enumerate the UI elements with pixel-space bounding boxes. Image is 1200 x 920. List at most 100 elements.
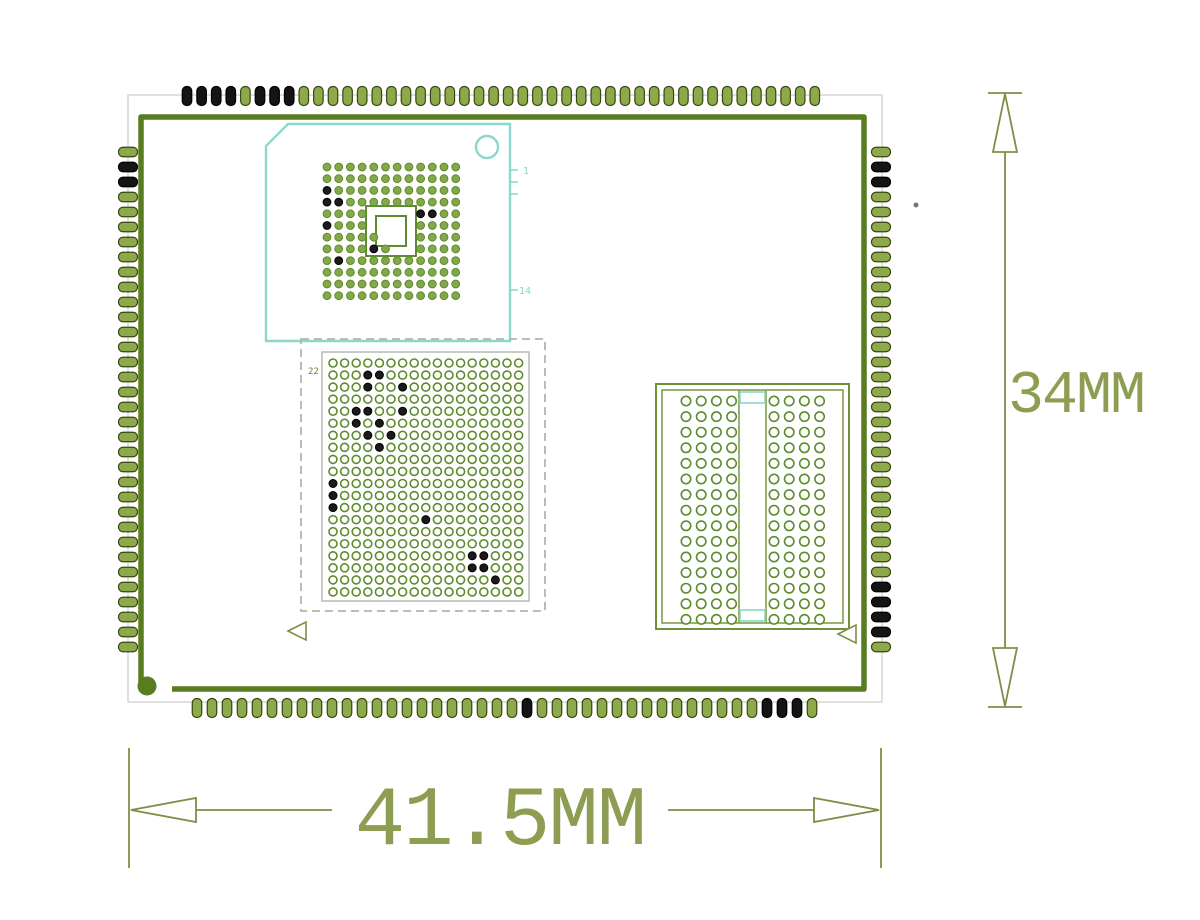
via-pad — [502, 478, 512, 489]
connector-pad — [768, 551, 780, 563]
via-pad — [386, 454, 396, 465]
via-pad — [351, 526, 362, 537]
castellated-pad-top — [721, 85, 733, 107]
via-pad — [513, 538, 524, 549]
chip-outline — [264, 122, 512, 343]
bga-ball — [451, 279, 461, 289]
via-pad — [409, 454, 420, 465]
connector-pad — [814, 582, 826, 594]
castellated-pad-left — [117, 356, 139, 368]
via-pad — [455, 430, 466, 441]
via-pad — [351, 454, 362, 465]
via-pad — [420, 382, 431, 392]
via-pad — [398, 406, 408, 416]
via-pad — [432, 358, 443, 368]
via-pad — [455, 406, 466, 417]
via-pad — [409, 466, 420, 477]
bga-ball — [439, 232, 449, 242]
via-pad — [478, 526, 489, 537]
castellated-pad-top — [619, 85, 631, 107]
via-pad — [386, 358, 396, 368]
castellated-pad-bottom — [296, 697, 308, 719]
connector-pad — [783, 504, 795, 516]
via-pad — [351, 406, 361, 416]
via-pad — [409, 575, 420, 585]
bga-ball — [369, 256, 379, 266]
bga-ball — [322, 174, 332, 184]
via-pad — [409, 430, 420, 441]
bga-ball — [322, 197, 332, 207]
via-pad — [328, 442, 338, 453]
connector-pad — [695, 551, 707, 563]
bga-ball — [334, 279, 344, 289]
arrowhead-up-icon — [991, 93, 1019, 153]
connector-pad — [814, 504, 826, 516]
castellated-pad-bottom — [281, 697, 293, 719]
via-pad — [513, 394, 524, 404]
castellated-pad-left — [117, 281, 139, 293]
castellated-pad-bottom — [446, 697, 458, 719]
via-pad — [467, 406, 478, 417]
castellated-pad-bottom — [761, 697, 773, 719]
castellated-pad-top — [532, 85, 543, 107]
bga-ball — [334, 197, 344, 207]
connector-pad — [783, 520, 795, 532]
via-pad — [444, 526, 454, 537]
castellated-pad-right — [870, 521, 892, 533]
via-pad — [409, 406, 420, 417]
via-pad — [502, 526, 512, 537]
width-dim-label: 41.5MM — [355, 775, 645, 870]
bga-ball — [346, 186, 355, 195]
connector-pad — [680, 457, 692, 469]
via-pad — [513, 418, 524, 429]
connector-pad — [768, 411, 780, 423]
via-pad — [409, 514, 420, 525]
right-pin-column — [870, 146, 892, 653]
via-pad — [420, 406, 431, 417]
bga-ball — [439, 197, 449, 207]
via-pad — [467, 370, 478, 380]
castellated-pad-left — [117, 641, 139, 653]
via-pad — [444, 587, 454, 597]
via-pad — [397, 575, 408, 585]
connector-pad — [695, 395, 707, 407]
bga-ball — [416, 267, 426, 277]
castellated-pad-right — [870, 236, 892, 248]
connector-pad — [814, 520, 826, 532]
castellated-pad-top — [181, 85, 193, 107]
via-pad — [397, 550, 408, 561]
via-pad — [513, 587, 524, 597]
via-pad — [432, 514, 443, 525]
bga-ball — [451, 209, 461, 219]
bga-ball — [439, 279, 449, 289]
castellated-pad-top — [283, 85, 295, 107]
connector-pad — [695, 598, 707, 610]
castellated-pad-right — [870, 281, 892, 293]
castellated-pad-top — [751, 85, 762, 107]
bga-ball — [322, 244, 332, 254]
via-pad — [397, 442, 408, 453]
connector-pad — [768, 473, 780, 485]
via-pad — [502, 418, 512, 429]
castellated-pad-right — [870, 326, 892, 338]
connector-pad — [695, 473, 707, 485]
connector-key-bottom — [739, 609, 766, 622]
via-pad — [351, 358, 362, 368]
bga-ball — [357, 197, 367, 207]
castellated-pad-right — [870, 191, 892, 203]
castellated-pad-top — [502, 85, 514, 107]
castellated-pad-right — [870, 401, 892, 413]
bga-ball — [322, 162, 332, 172]
via-pad — [455, 418, 466, 429]
connector-pad — [798, 457, 810, 469]
via-pad — [478, 394, 489, 404]
castellated-pad-top — [254, 85, 266, 107]
castellated-pad-left — [117, 341, 139, 353]
via-pad — [455, 502, 466, 513]
top-pin-row — [181, 85, 821, 107]
bga-chip-footprint: 1 14 — [264, 122, 531, 343]
via-pad — [328, 430, 338, 441]
via-pad — [386, 430, 396, 440]
bga-ball — [334, 174, 344, 184]
via-pad — [328, 454, 338, 465]
